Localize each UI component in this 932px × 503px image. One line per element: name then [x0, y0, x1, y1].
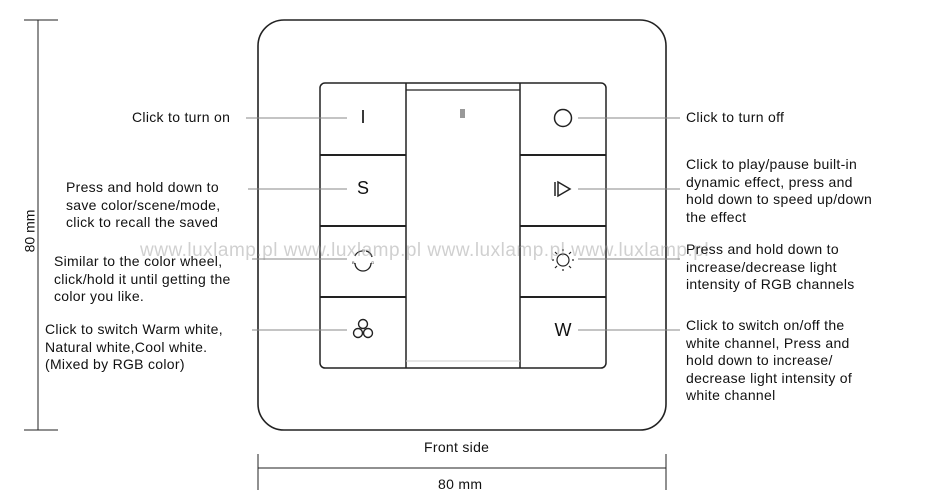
annotation-white-mix: Click to switch Warm white,Natural white…	[45, 321, 223, 374]
annotation-line: Click to turn off	[686, 109, 785, 125]
color-wheel-icon	[354, 250, 373, 272]
color-wheel-g: G	[371, 260, 374, 265]
annotation-turn-off: Click to turn off	[686, 109, 784, 127]
color-wheel-b: B	[352, 260, 355, 265]
power-off-icon	[553, 108, 573, 128]
annotation-line: click/hold it until getting the	[54, 270, 231, 287]
annotation-line: Natural white,Cool white.	[45, 338, 208, 355]
annotation-line: the effect	[686, 208, 747, 225]
annotation-line: hold down to speed up/down	[686, 191, 873, 207]
height-dimension	[24, 19, 58, 431]
led-indicator	[460, 109, 465, 118]
save-button: S	[356, 178, 369, 198]
annotation-line: save color/scene/mode,	[66, 196, 221, 213]
annotation-line: hold down to increase/	[686, 352, 833, 368]
front-side-caption: Front side	[424, 439, 490, 455]
three-circles-icon	[352, 318, 374, 339]
annotation-line: Press and hold down to	[686, 241, 839, 257]
play-pause-icon	[554, 180, 572, 198]
white-button: W	[554, 320, 572, 340]
annotation-line: dynamic effect, press and	[686, 173, 853, 190]
annotation-line: Click to switch on/off the	[686, 317, 845, 333]
annotation-line: Click to switch Warm white,	[45, 321, 223, 337]
annotation-line: decrease light intensity of	[686, 369, 853, 386]
annotation-line: white channel	[686, 387, 776, 403]
width-dimension	[257, 454, 667, 490]
annotation-line: Press and hold down to	[66, 179, 219, 195]
width-label: 80 mm	[438, 476, 483, 492]
annotation-line: Click to turn on	[132, 109, 231, 125]
sun-icon	[552, 249, 574, 271]
annotation-line: increase/decrease light	[686, 258, 837, 275]
height-label: 80 mm	[21, 209, 38, 253]
annotation-line: white channel, Press and	[686, 334, 850, 351]
button-row-dividers	[320, 154, 606, 298]
watermark: www.luxlamp.pl www.luxlamp.pl www.luxlam…	[140, 240, 710, 261]
annotation-line: Click to play/pause built-in	[686, 156, 858, 172]
annotation-color-wheel: Similar to the color wheel,click/hold it…	[54, 253, 231, 306]
power-on-button: I	[360, 107, 366, 127]
annotation-line: color you like.	[54, 288, 145, 304]
color-wheel-r: R	[362, 248, 365, 253]
annotation-turn-on: Click to turn on	[132, 109, 230, 127]
annotation-line: (Mixed by RGB color)	[45, 356, 185, 372]
annotation-line: intensity of RGB channels	[686, 276, 855, 292]
annotation-line: Similar to the color wheel,	[54, 253, 223, 269]
annotation-line: click to recall the saved	[66, 214, 219, 230]
leader-lines	[246, 117, 680, 331]
